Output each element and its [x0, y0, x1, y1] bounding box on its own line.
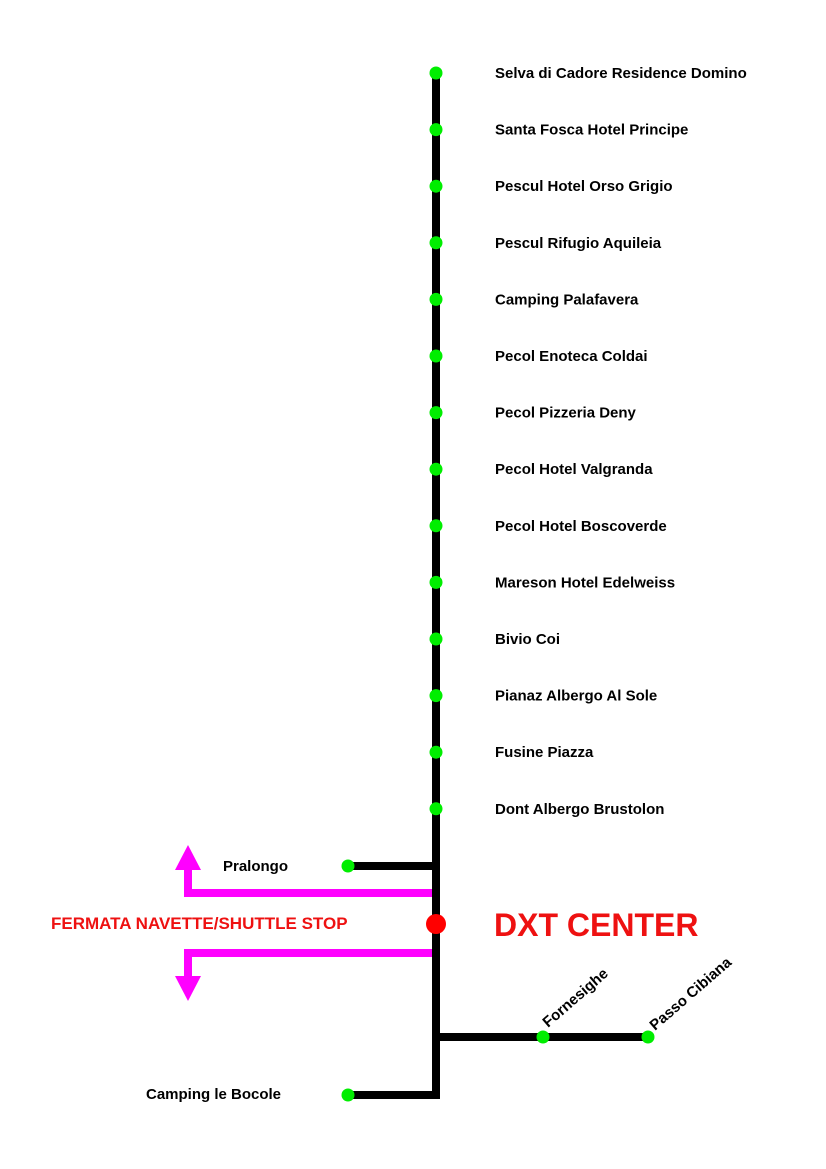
shuttle-arrow-up-line: [184, 868, 432, 897]
shuttle-stop-label: FERMATA NAVETTE/SHUTTLE STOP: [51, 914, 348, 933]
stop-label-camping-bocole: Camping le Bocole: [146, 1086, 281, 1103]
stop-label: Dont Albergo Brustolon: [495, 801, 664, 818]
stop-dot-passo-cibiana[interactable]: [641, 1030, 655, 1044]
stop-dot-camping-bocole[interactable]: [341, 1088, 355, 1102]
stop-label-fornesighe: Fornesighe: [539, 965, 611, 1031]
stop-dot[interactable]: [429, 575, 443, 589]
stop-label: Pianaz Albergo Al Sole: [495, 688, 657, 705]
stop-label: Fusine Piazza: [495, 744, 594, 761]
stop-dot[interactable]: [429, 745, 443, 759]
stop-label: Pecol Pizzeria Deny: [495, 405, 637, 422]
stop-dot[interactable]: [429, 462, 443, 476]
stop-label: Selva di Cadore Residence Domino: [495, 65, 747, 82]
stop-label: Mareson Hotel Edelweiss: [495, 574, 675, 591]
stop-dot[interactable]: [429, 123, 443, 137]
stop-label: Bivio Coi: [495, 631, 560, 648]
stop-dot[interactable]: [429, 802, 443, 816]
stop-label: Pecol Hotel Boscoverde: [495, 518, 667, 535]
stop-dot[interactable]: [429, 632, 443, 646]
stop-label: Camping Palafavera: [495, 291, 639, 308]
stop-dot[interactable]: [429, 179, 443, 193]
stop-label-passo-cibiana: Passo Cibiana: [646, 953, 735, 1034]
stop-label: Pescul Rifugio Aquileia: [495, 235, 662, 252]
stop-label-pralongo: Pralongo: [223, 858, 288, 875]
stop-dot[interactable]: [429, 519, 443, 533]
stop-dot[interactable]: [429, 66, 443, 80]
stop-dot-pralongo[interactable]: [341, 859, 355, 873]
hub-title: DXT CENTER: [494, 907, 698, 943]
stop-dot-fornesighe[interactable]: [536, 1030, 550, 1044]
stop-dot[interactable]: [429, 292, 443, 306]
shuttle-arrow-up-head: [175, 845, 201, 870]
stop-dot[interactable]: [429, 406, 443, 420]
stop-label: Pecol Enoteca Coldai: [495, 348, 648, 365]
stop-label: Santa Fosca Hotel Principe: [495, 122, 688, 139]
stop-dot[interactable]: [429, 349, 443, 363]
shuttle-arrow-down-line: [184, 949, 432, 978]
hub-dot[interactable]: [426, 914, 446, 934]
stop-dot[interactable]: [429, 689, 443, 703]
stop-label: Pecol Hotel Valgranda: [495, 461, 653, 478]
shuttle-arrow-down-head: [175, 976, 201, 1001]
stop-label: Pescul Hotel Orso Grigio: [495, 178, 673, 195]
stop-dot[interactable]: [429, 236, 443, 250]
